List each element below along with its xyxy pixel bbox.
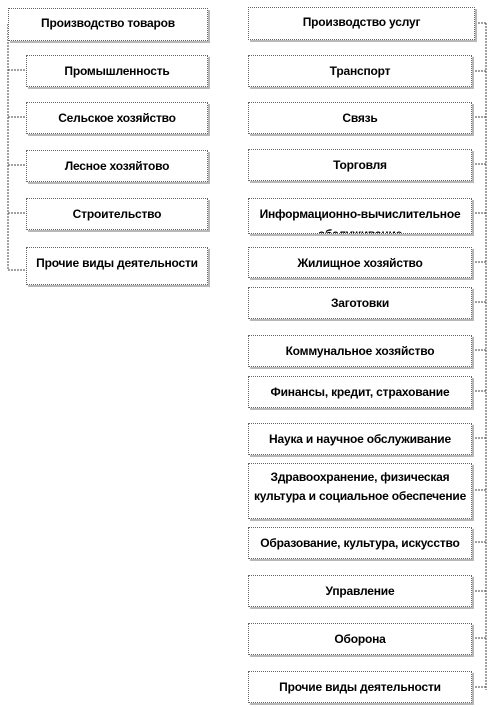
services-item-box: Наука и научное обслуживание — [248, 423, 472, 455]
services-item-label: Транспорт — [329, 64, 391, 78]
goods-item-box: Промышленность — [26, 55, 208, 87]
services-header-label: Производство услуг — [302, 15, 421, 29]
services-header-box: Производство услуг — [248, 7, 475, 40]
services-item-box: Жилищное хозяйство — [248, 247, 472, 278]
goods-item-label: Сельское хозяйство — [58, 111, 176, 125]
services-item-label: Связь — [342, 111, 378, 125]
services-item-label: Управление — [325, 584, 395, 598]
services-item-label: Здравоохранение, физическая культура и с… — [253, 470, 467, 503]
services-item-box: Управление — [248, 575, 472, 607]
services-item-box: Финансы, кредит, страхование — [248, 376, 472, 408]
services-item-label: Заготовки — [330, 296, 390, 310]
services-item-label: Финансы, кредит, страхование — [270, 385, 450, 399]
services-item-label: Наука и научное обслуживание — [269, 432, 451, 446]
goods-item-box: Строительство — [26, 198, 208, 230]
goods-header-box: Производство товаров — [8, 8, 208, 41]
services-item-label: Торговля — [333, 158, 387, 172]
services-item-label: Оборона — [334, 632, 386, 646]
services-item-box: Связь — [248, 102, 472, 134]
goods-item-box: Сельское хозяйство — [26, 102, 208, 134]
services-item-box: Информационно-вычислительное обслуживани… — [248, 198, 472, 234]
services-item-label: Прочие виды деятельности — [279, 680, 441, 694]
services-item-label: Жилищное хозяйство — [297, 256, 423, 270]
services-item-box: Оборона — [248, 623, 472, 655]
services-item-box: Заготовки — [248, 287, 472, 319]
services-item-box: Коммунальное хозяйство — [248, 335, 472, 367]
goods-header-label: Производство товаров — [41, 16, 175, 30]
goods-item-label: Лесное хозяйтово — [64, 159, 170, 173]
goods-item-label: Строительство — [72, 207, 162, 221]
services-item-box: Здравоохранение, физическая культура и с… — [248, 463, 472, 519]
services-item-label: Коммунальное хозяйство — [285, 344, 435, 358]
services-item-box: Образование, культура, искусство — [248, 527, 472, 559]
services-item-box: Прочие виды деятельности — [248, 671, 472, 703]
services-item-label: Информационно-вычислительное обслуживани… — [259, 207, 461, 234]
goods-item-label: Прочие виды деятельности — [36, 256, 198, 270]
services-item-box: Транспорт — [248, 55, 472, 87]
services-item-label: Образование, культура, искусство — [260, 536, 460, 550]
services-item-box: Торговля — [248, 149, 472, 181]
goods-item-label: Промышленность — [64, 64, 170, 78]
goods-item-box: Прочие виды деятельности — [26, 247, 208, 285]
goods-item-box: Лесное хозяйтово — [26, 150, 208, 182]
